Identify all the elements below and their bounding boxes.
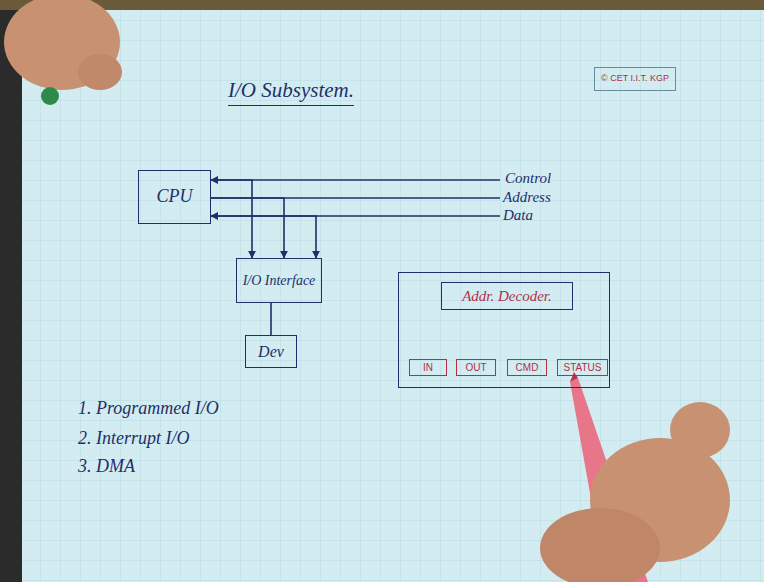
bus-connector bbox=[211, 216, 316, 258]
list-item: 3. DMA bbox=[78, 456, 135, 477]
cpu-box: CPU bbox=[138, 170, 211, 224]
box-text: STATUS bbox=[564, 362, 602, 373]
bus-connector bbox=[270, 303, 272, 335]
box-text: © CET I.I.T. KGP bbox=[601, 74, 669, 84]
register-box: IN bbox=[409, 359, 447, 376]
interface-box: I/O Interface bbox=[236, 258, 322, 303]
box-text: Addr. Decoder. bbox=[462, 288, 552, 305]
box-text: IN bbox=[423, 362, 433, 373]
bus-label: Control bbox=[505, 170, 551, 187]
box-text: CPU bbox=[157, 187, 193, 207]
bus-label: Data bbox=[503, 207, 533, 224]
device-box: Dev bbox=[245, 335, 297, 368]
register-box: STATUS bbox=[557, 359, 608, 376]
list-item: 2. Interrupt I/O bbox=[78, 428, 190, 449]
bus-label: Address bbox=[503, 189, 551, 206]
bus-connector bbox=[211, 198, 284, 258]
list-item: 1. Programmed I/O bbox=[78, 398, 219, 419]
title: I/O Subsystem. bbox=[228, 78, 354, 106]
register-panel: Addr. Decoder. IN OUT CMD STATUS bbox=[398, 272, 610, 388]
decoder-box: Addr. Decoder. bbox=[441, 282, 573, 310]
box-text: OUT bbox=[465, 362, 486, 373]
bus-connector bbox=[211, 180, 252, 258]
box-text: CMD bbox=[516, 362, 539, 373]
watermark-box: © CET I.I.T. KGP bbox=[594, 67, 676, 91]
register-box: OUT bbox=[456, 359, 496, 376]
box-text: I/O Interface bbox=[243, 273, 316, 288]
register-box: CMD bbox=[507, 359, 547, 376]
box-text: Dev bbox=[258, 343, 284, 361]
